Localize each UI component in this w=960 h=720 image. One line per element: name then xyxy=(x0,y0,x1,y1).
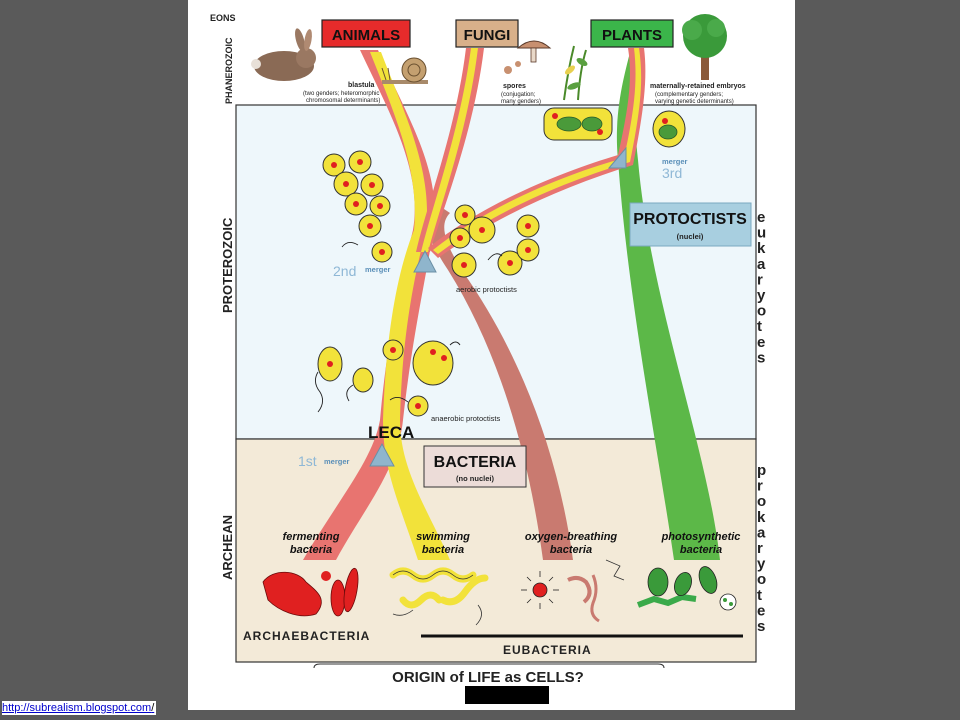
redaction-block xyxy=(465,686,549,704)
embryos-detail-1: (complementary genders; xyxy=(655,92,723,98)
eukaryotes-letter: a xyxy=(757,256,766,273)
protoctists-title: PROTOCTISTS xyxy=(633,211,747,228)
second-merger-word: merger xyxy=(365,265,391,274)
first-merger-word: merger xyxy=(324,457,350,466)
aerobic-protoctists-label: aerobic protoctists xyxy=(456,285,517,294)
blastula-detail-1: (two genders; heteromorphic xyxy=(303,91,379,97)
spores-title: spores xyxy=(503,83,526,90)
seedling-icon xyxy=(563,45,588,101)
prokaryotes-letter: o xyxy=(757,493,766,510)
caption-brace xyxy=(313,663,665,669)
eukaryotes-letter: r xyxy=(757,271,763,288)
rabbit-icon xyxy=(251,28,316,81)
fermenting-bacteria-blobs xyxy=(262,567,359,617)
animals-box xyxy=(321,19,411,48)
eukaryotes-letter: e xyxy=(757,209,765,226)
plants-label: PLANTS xyxy=(602,27,662,44)
photosynthetic-label-2: bacteria xyxy=(680,544,722,556)
plants-box xyxy=(590,19,674,48)
snail-icon xyxy=(381,57,428,84)
bacteria-title: BACTERIA xyxy=(434,454,517,471)
oxygen-breathing-bacteria xyxy=(521,559,625,623)
first-merger-number: 1st xyxy=(298,453,317,469)
leca-label: LECA xyxy=(368,423,414,442)
eon-label-archean: ARCHEAN xyxy=(220,515,235,580)
mushroom-icon xyxy=(504,40,552,74)
protoctists-subtitle: (nuclei) xyxy=(677,232,704,241)
bacteria-subtitle: (no nuclei) xyxy=(456,474,494,483)
prokaryotes-letter: k xyxy=(757,509,766,526)
diagram-canvas: EONS PHANEROZOIC PROTEROZOIC ARCHEAN ANI… xyxy=(210,13,766,704)
anaerobic-protoctist-nuclei xyxy=(327,347,447,409)
tree-icon xyxy=(682,14,727,80)
eon-label-proterozoic: PROTEROZOIC xyxy=(220,217,235,313)
second-merger-triangle xyxy=(413,249,437,273)
third-merger-word: merger xyxy=(662,157,688,166)
oxygen-label-1: oxygen-breathing xyxy=(525,531,618,543)
third-merger-triangle xyxy=(607,146,627,169)
prokaryotes-letter: r xyxy=(757,478,763,495)
animals-label: ANIMALS xyxy=(332,27,400,44)
blastula-detail-2: chromosomal determinants) xyxy=(306,98,380,104)
prokaryotes-letter: s xyxy=(757,618,765,635)
eukaryotes-letter: u xyxy=(757,225,766,242)
plant-cells xyxy=(543,107,686,148)
first-merger-triangle xyxy=(369,442,395,467)
eukaryotes-letter: s xyxy=(757,349,765,366)
eukaryotes-letter: k xyxy=(757,240,766,257)
prokaryotes-letter: a xyxy=(757,524,766,541)
fungi-label: FUNGI xyxy=(464,27,511,44)
prokaryotes-letter: o xyxy=(757,571,766,588)
aerobic-protoctist-nuclei xyxy=(457,212,531,268)
caption-text: ORIGIN of LIFE as CELLS? xyxy=(392,669,584,686)
eon-label-phanerozoic: PHANEROZOIC xyxy=(224,37,234,104)
fungi-branch-yellow xyxy=(421,48,478,252)
evolution-diagram-figure: EONS PHANEROZOIC PROTEROZOIC ARCHEAN ANI… xyxy=(188,0,795,710)
flagella-lines xyxy=(315,242,503,413)
source-link[interactable]: http://subrealism.blogspot.com xyxy=(2,702,152,714)
swimming-bacteria-outlines xyxy=(392,570,482,626)
prokaryotes-letter: y xyxy=(757,556,766,573)
eukaryotes-letter: o xyxy=(757,303,766,320)
swimming-label-1: swimming xyxy=(416,531,470,543)
spores-detail-1: (conjugation; xyxy=(501,92,536,98)
source-link-container: http://subrealism.blogspot.com/ xyxy=(2,701,157,715)
eukaryotes-letter: y xyxy=(757,287,766,304)
prokaryotes-letter: t xyxy=(757,587,762,604)
swimming-branch xyxy=(370,52,450,560)
source-link-suffix: / xyxy=(151,702,155,714)
prokaryotes-letter: p xyxy=(757,462,766,479)
plant-branch xyxy=(616,48,720,560)
protoctists-box xyxy=(629,202,752,247)
eons-header: EONS xyxy=(210,13,236,23)
oxygen-label-2: bacteria xyxy=(550,544,592,556)
fermenting-label-1: fermenting xyxy=(283,531,340,543)
eukaryotes-letter: t xyxy=(757,318,762,335)
photosynthetic-bacteria xyxy=(636,566,737,611)
animal-cell-nuclei xyxy=(331,159,385,255)
swimming-label-2: bacteria xyxy=(422,544,464,556)
bacteria-box xyxy=(423,445,527,488)
blastula-title: blastula xyxy=(348,82,375,89)
prokaryotes-letter: e xyxy=(757,602,765,619)
oxygen-breathing-branch xyxy=(427,205,573,560)
second-merger-number: 2nd xyxy=(333,263,356,279)
eubacteria-label: EUBACTERIA xyxy=(503,643,592,657)
fungi-box xyxy=(455,19,519,48)
photosynthetic-label-1: photosynthetic xyxy=(661,531,741,543)
anaerobic-protoctists-label: anaerobic protoctists xyxy=(431,414,500,423)
archaebacteria-label: ARCHAEBACTERIA xyxy=(243,629,370,643)
third-merger-number: 3rd xyxy=(662,165,682,181)
fermenting-label-2: bacteria xyxy=(290,544,332,556)
prokaryotes-letter: r xyxy=(757,540,763,557)
eukaryotes-letter: e xyxy=(757,334,765,351)
embryos-detail-2: varying genetic determinants) xyxy=(655,99,734,105)
spores-detail-2: many genders) xyxy=(501,99,541,105)
embryos-title: maternally-retained embryos xyxy=(650,83,746,90)
